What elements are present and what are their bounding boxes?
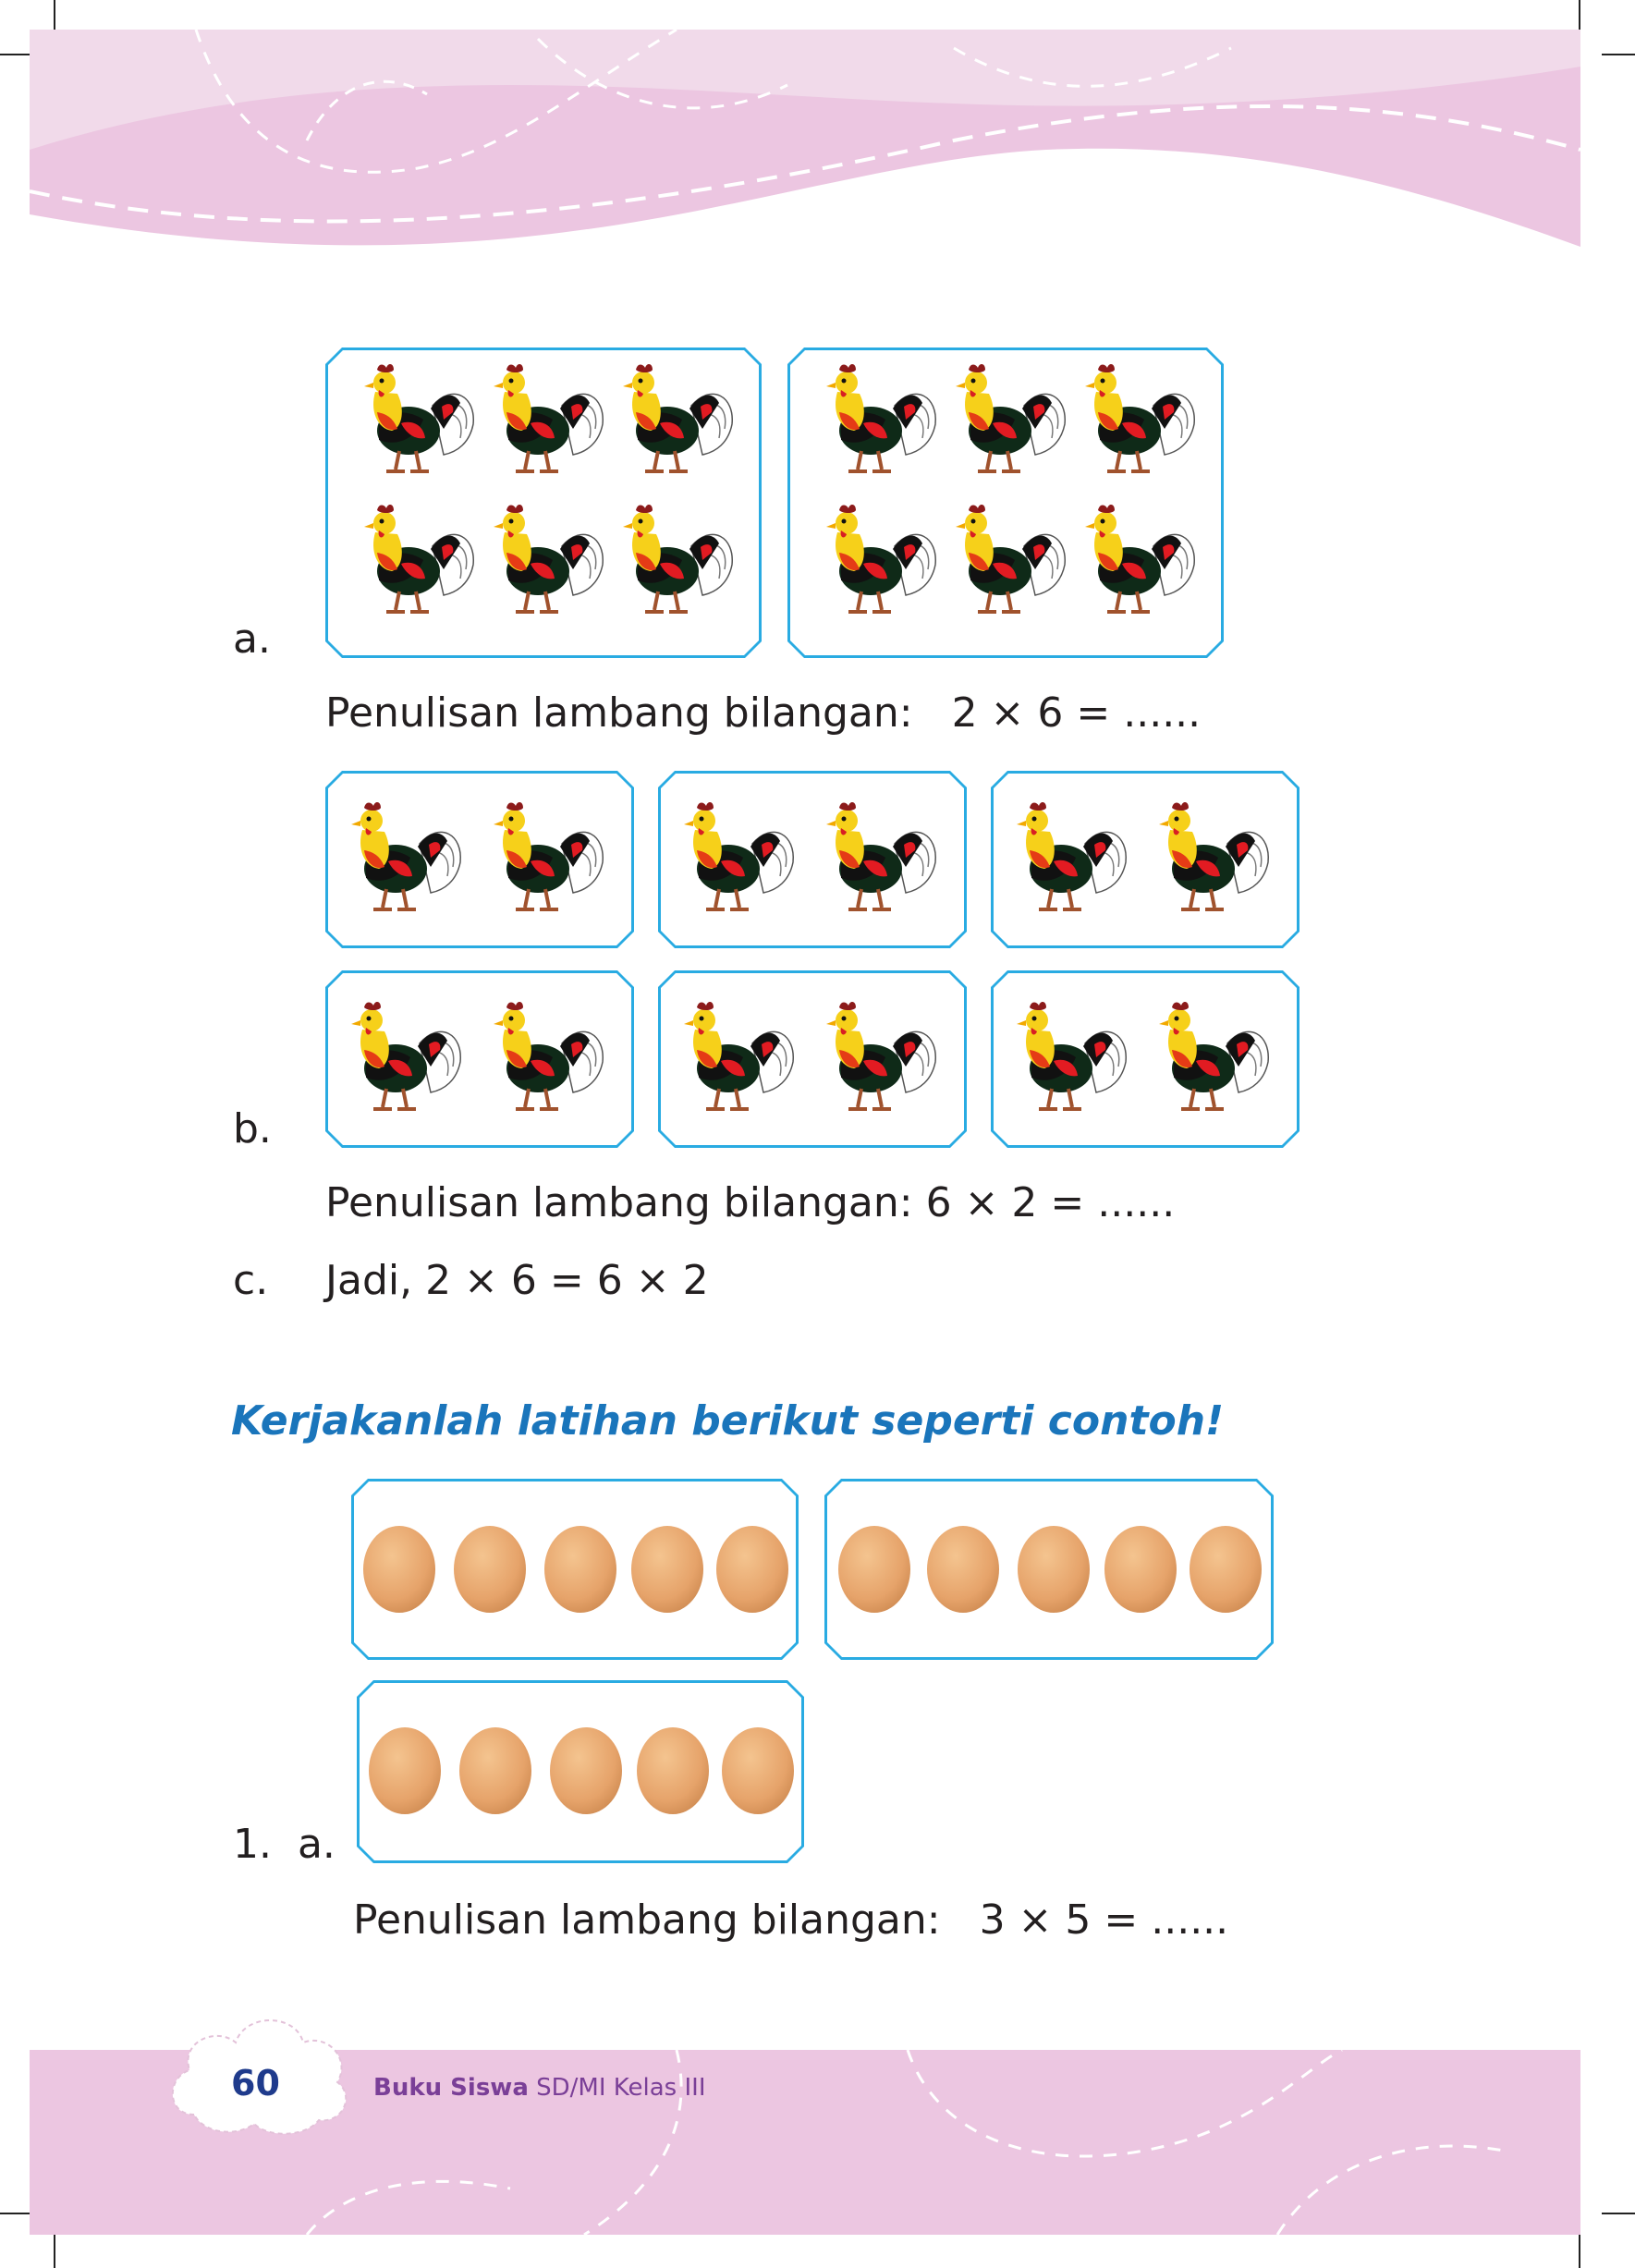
- exercise-heading: Kerjakanlah latihan berikut seperti cont…: [231, 1397, 1225, 1445]
- cloud-shape: [171, 2019, 348, 2135]
- book-title: Buku Siswa SD/MI Kelas III: [373, 2074, 706, 2102]
- rooster-pair-box: [991, 771, 1299, 948]
- crop-mark: [1579, 2235, 1580, 2268]
- egg-icon: [1187, 1523, 1264, 1616]
- rooster-group-box: [325, 348, 762, 658]
- rooster-icon: [813, 495, 943, 625]
- egg-group-box: [351, 1479, 799, 1660]
- egg-icon: [1015, 1523, 1092, 1616]
- item-label-c: c.: [233, 1257, 269, 1304]
- rooster-icon: [1146, 993, 1275, 1122]
- equation-text: 3 × 5 = ......: [979, 1896, 1229, 1944]
- header-decoration: [30, 30, 1580, 247]
- rooster-icon: [1072, 355, 1202, 484]
- rooster-pair-box: [325, 970, 634, 1148]
- equation-line-a: Penulisan lambang bilangan: 2 × 6 = ....…: [325, 689, 1201, 737]
- egg-icon: [360, 1523, 438, 1616]
- rooster-icon: [610, 355, 739, 484]
- egg-icon: [924, 1523, 1002, 1616]
- egg-icon: [628, 1523, 706, 1616]
- item-label-b: b.: [233, 1105, 272, 1152]
- rooster-icon: [351, 355, 481, 484]
- item-label-a: a.: [233, 616, 271, 663]
- footer-decoration: [305, 2050, 1509, 2235]
- crop-mark: [54, 2235, 55, 2268]
- rooster-pair-box: [991, 970, 1299, 1148]
- egg-icon: [542, 1523, 619, 1616]
- crop-mark: [0, 2213, 33, 2214]
- rooster-pair-box: [325, 771, 634, 948]
- rooster-icon: [1004, 793, 1133, 922]
- equation-line-b: Penulisan lambang bilangan: 6 × 2 = ....…: [325, 1179, 1175, 1226]
- egg-icon: [1102, 1523, 1179, 1616]
- rooster-icon: [338, 993, 468, 1122]
- egg-icon: [547, 1725, 625, 1817]
- rooster-icon: [1004, 993, 1133, 1122]
- egg-icon: [457, 1725, 534, 1817]
- rooster-icon: [671, 993, 800, 1122]
- page-number: 60: [231, 2063, 280, 2103]
- egg-group-box: [357, 1680, 804, 1863]
- egg-icon: [634, 1725, 712, 1817]
- exercise-item-label: 1. a.: [233, 1821, 336, 1868]
- rooster-pair-box: [658, 771, 967, 948]
- crop-mark: [54, 0, 55, 33]
- rooster-icon: [813, 993, 943, 1122]
- crop-mark: [0, 54, 33, 55]
- rooster-icon: [943, 495, 1072, 625]
- crop-mark: [1579, 0, 1580, 33]
- equation-text: 2 × 6 = ......: [951, 689, 1202, 737]
- rooster-group-box: [787, 348, 1224, 658]
- rooster-icon: [943, 355, 1072, 484]
- egg-icon: [451, 1523, 529, 1616]
- rooster-icon: [338, 793, 468, 922]
- rooster-icon: [351, 495, 481, 625]
- rooster-icon: [813, 355, 943, 484]
- egg-icon: [714, 1523, 791, 1616]
- conclusion-text: Jadi, 2 × 6 = 6 × 2: [325, 1257, 709, 1304]
- equation-text: 6 × 2 = ......: [925, 1179, 1176, 1226]
- rooster-icon: [610, 495, 739, 625]
- rooster-icon: [1072, 495, 1202, 625]
- crop-mark: [1602, 54, 1635, 55]
- egg-icon: [719, 1725, 797, 1817]
- equation-prefix: Penulisan lambang bilangan:: [325, 689, 913, 737]
- egg-icon: [366, 1725, 444, 1817]
- egg-group-box: [824, 1479, 1274, 1660]
- book-title-bold: Buku Siswa: [373, 2074, 529, 2102]
- book-title-rest: SD/MI Kelas III: [528, 2074, 706, 2102]
- rooster-icon: [481, 495, 610, 625]
- rooster-icon: [481, 993, 610, 1122]
- crop-mark: [1602, 2213, 1635, 2214]
- rooster-icon: [813, 793, 943, 922]
- equation-line-exercise: Penulisan lambang bilangan: 3 × 5 = ....…: [353, 1896, 1228, 1944]
- rooster-icon: [671, 793, 800, 922]
- rooster-icon: [481, 355, 610, 484]
- rooster-icon: [1146, 793, 1275, 922]
- egg-icon: [836, 1523, 913, 1616]
- rooster-icon: [481, 793, 610, 922]
- equation-prefix: Penulisan lambang bilangan:: [325, 1179, 913, 1226]
- equation-prefix: Penulisan lambang bilangan:: [353, 1896, 941, 1944]
- rooster-pair-box: [658, 970, 967, 1148]
